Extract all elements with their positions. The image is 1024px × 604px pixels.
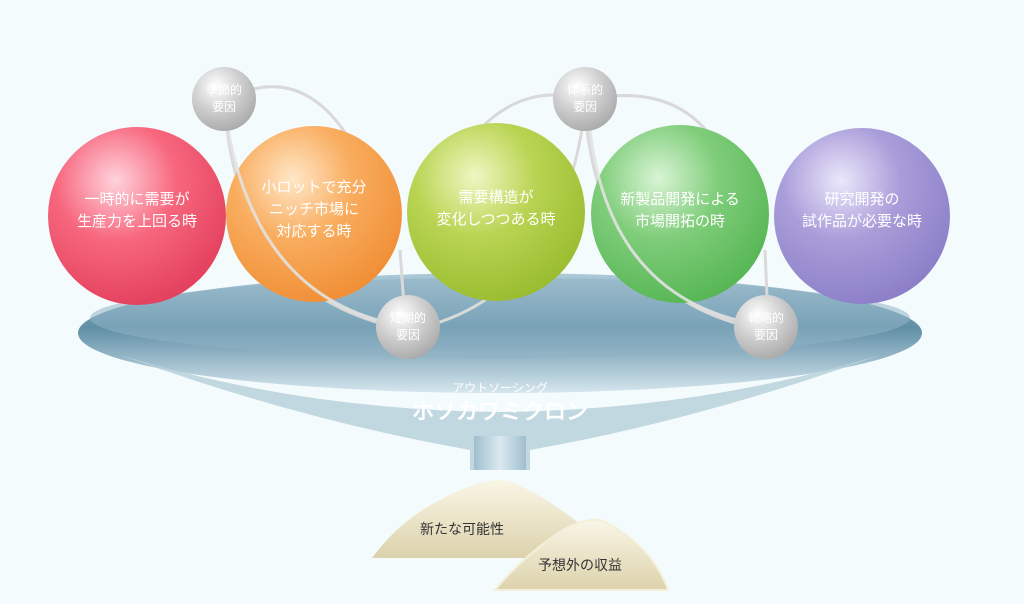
- circle-small-lot-line1: 小ロットで充分: [261, 178, 366, 196]
- funnel-cone: [120, 355, 880, 470]
- arc-front-systematic: [588, 129, 761, 327]
- factor-bubbles: 季節的 要因 体系的 要因 短期的 要因 戦略的 要因: [192, 67, 798, 359]
- factor-strategic: 戦略的 要因: [734, 295, 798, 359]
- circle-new-product-shape: [591, 125, 769, 303]
- circle-prototype: 研究開発の 試作品が必要な時: [774, 128, 950, 304]
- factor-systematic-line2: 要因: [573, 100, 597, 114]
- circle-new-product-line1: 新製品開発による: [620, 190, 740, 208]
- factor-seasonal-line2: 要因: [212, 100, 236, 114]
- factor-strategic-line2: 要因: [754, 328, 778, 342]
- circle-demand-structure: 需要構造が 変化しつつある時: [407, 123, 585, 301]
- circle-new-product-line2: 市場開拓の時: [635, 212, 725, 230]
- circle-new-product: 新製品開発による 市場開拓の時: [591, 125, 769, 303]
- funnel-subtitle: アウトソーシング: [452, 381, 548, 395]
- funnel-stem: [474, 436, 526, 470]
- output-piles: 新たな可能性 予想外の収益: [372, 479, 670, 591]
- connector-arcs-front: [226, 129, 761, 327]
- factor-short-term-line1: 短期的: [390, 310, 426, 325]
- circle-demand-structure-shape: [407, 123, 585, 301]
- factor-seasonal-line1: 季節的: [206, 82, 242, 97]
- funnel-title: ホソカワミクロン: [412, 400, 588, 425]
- factor-strategic-line1: 戦略的: [748, 310, 784, 325]
- circle-prototype-line1: 研究開発の: [824, 190, 899, 208]
- situation-circles: 一時的に需要が 生産力を上回る時 小ロットで充分 ニッチ市場に 対応する時 需要…: [48, 123, 950, 305]
- arc-front-seasonal: [226, 129, 401, 327]
- factor-strategic-shape: [734, 295, 798, 359]
- circle-small-lot-shape: [226, 126, 402, 302]
- factor-short-term-shape: [376, 295, 440, 359]
- funnel: アウトソーシング ホソカワミクロン: [78, 273, 922, 470]
- circle-small-lot-line3: 対応する時: [276, 222, 351, 240]
- circle-small-lot-line2: ニッチ市場に: [269, 200, 359, 218]
- circle-demand-exceeds-line2: 生産力を上回る時: [77, 212, 197, 230]
- factor-short-term-line2: 要因: [396, 328, 420, 342]
- circle-demand-structure-line1: 需要構造が: [458, 188, 533, 206]
- factor-seasonal: 季節的 要因: [192, 67, 256, 131]
- factor-systematic: 体系的 要因: [553, 67, 617, 131]
- pile-unexpected-profit: [492, 518, 670, 591]
- circle-demand-exceeds-shape: [48, 127, 226, 305]
- factor-short-term: 短期的 要因: [376, 295, 440, 359]
- outcome-unexpected-profit: 予想外の収益: [538, 558, 622, 574]
- circle-demand-exceeds: 一時的に需要が 生産力を上回る時: [48, 127, 226, 305]
- circle-prototype-shape: [774, 128, 950, 304]
- circle-demand-structure-line2: 変化しつつある時: [436, 210, 555, 228]
- outcome-new-possibility: 新たな可能性: [420, 522, 504, 538]
- factor-seasonal-shape: [192, 67, 256, 131]
- circle-small-lot: 小ロットで充分 ニッチ市場に 対応する時: [226, 126, 402, 302]
- factor-systematic-line1: 体系的: [567, 82, 603, 97]
- circle-demand-exceeds-line1: 一時的に需要が: [84, 190, 189, 208]
- factor-systematic-shape: [553, 67, 617, 131]
- circle-prototype-line2: 試作品が必要な時: [802, 212, 922, 230]
